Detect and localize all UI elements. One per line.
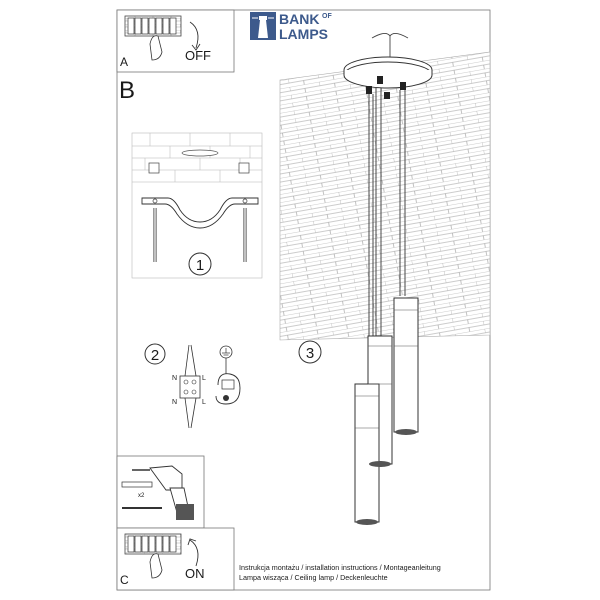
- step3-number: 3: [306, 345, 314, 362]
- wire-n-bottom: N: [172, 399, 177, 406]
- pendant-tube-right: [393, 297, 419, 433]
- step1-mounting-panel: 1: [131, 132, 263, 279]
- footer-line1: Instrukcja montażu / installation instru…: [239, 563, 441, 572]
- wire-l-bottom: L: [202, 399, 206, 406]
- arrow-down-icon: [189, 21, 199, 49]
- mounting-bracket: [141, 197, 259, 229]
- brand-logo: BANK OF LAMPS: [250, 11, 332, 42]
- wire-l-top: L: [202, 375, 206, 382]
- wall-plug-icon: [121, 481, 153, 488]
- step2-number: 2: [151, 347, 159, 364]
- step-c-action: ON: [185, 566, 205, 581]
- hand-icon: [149, 553, 163, 579]
- brand-name-line2: LAMPS: [279, 26, 328, 42]
- section-b-letter: B: [119, 77, 135, 104]
- footer-captions: Instrukcja montażu / installation instru…: [239, 563, 441, 582]
- arrow-up-icon: [189, 539, 199, 567]
- anchor-left-icon: [148, 162, 160, 174]
- pendant-tube-left: [354, 383, 380, 523]
- switch-off-illustration: A OFF: [120, 15, 211, 69]
- multiplier-label: x2: [138, 493, 145, 499]
- brand-name-line1: BANK: [279, 11, 319, 27]
- step1-number: 1: [196, 257, 204, 274]
- hand-icon: [149, 35, 163, 61]
- step2-wiring-panel: 2 N L N L: [144, 343, 241, 429]
- step-a-action: OFF: [185, 48, 211, 63]
- footer-line2: Lampa wisząca / Ceiling lamp / Deckenleu…: [239, 572, 388, 582]
- step-c-letter: C: [120, 573, 129, 587]
- step-a-letter: A: [120, 55, 128, 69]
- drill-illustration: x2: [121, 465, 194, 520]
- wire-n-top: N: [172, 375, 177, 382]
- brand-of: OF: [322, 13, 332, 20]
- switch-on-illustration: C ON: [120, 533, 205, 587]
- anchor-right-icon: [238, 162, 250, 174]
- terminal-block-icon: [179, 375, 201, 399]
- step3-lamp-illustration: [279, 33, 491, 525]
